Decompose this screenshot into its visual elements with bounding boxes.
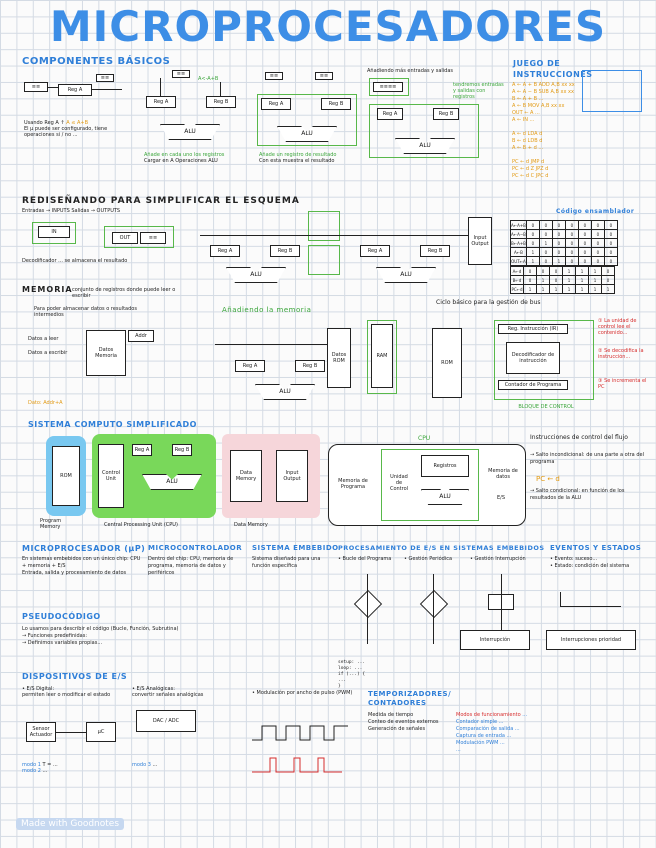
heading-procesamiento: PROCESAMIENTO DE E/S EN SISTEMAS EMBEBID… xyxy=(338,544,545,552)
page-title: MICROPROCESADORES xyxy=(0,2,656,51)
heading-eventos: EVENTOS Y ESTADOS xyxy=(550,544,641,552)
reg-a-block: Reg A xyxy=(235,360,265,372)
reg-a-block: Reg A xyxy=(58,84,92,96)
diagram-ciclo: ROM Reg. Instrucción (IR) Decodificador … xyxy=(420,318,650,426)
alu-block: ALU xyxy=(255,384,315,400)
ram-block: RAM xyxy=(371,324,393,388)
reg-a-block: Reg A xyxy=(146,96,176,108)
diagram-pwm: • Modulación por ancho de pulso (PWM) xyxy=(252,690,362,810)
cpu-label: CPU xyxy=(418,436,430,442)
registros: Registros xyxy=(421,455,469,477)
reg-a-block: Reg A xyxy=(132,444,152,456)
es-label: E/S xyxy=(497,495,505,501)
reg-b-block: Reg B xyxy=(270,245,300,257)
reg-a-block: Reg A xyxy=(210,245,240,257)
reg-b-block: Reg B xyxy=(295,360,325,372)
diagram-componentes-3: ≡≡ ≡≡ Reg A Reg B ALU Añade un registro … xyxy=(255,68,367,178)
heading-sistema: SISTEMA COMPUTO SIMPLIFICADO xyxy=(28,420,197,429)
heading-memoria: MEMORIA xyxy=(22,285,73,294)
heading-dispositivos: DISPOSITIVOS DE E/S xyxy=(22,672,127,681)
diagram-cpu: Memoria de Programa Unidad de Control Re… xyxy=(328,444,526,526)
pwm-waveform xyxy=(252,720,352,800)
reg-box: ≡≡ xyxy=(96,74,114,82)
unidad-control: Unidad de Control xyxy=(387,463,411,503)
code-snippet-1: setup: ...loop: ...if (...) { ...} xyxy=(338,660,448,690)
label-program-memory: Program Memory xyxy=(40,518,80,530)
heading-microprocesador: MICROPROCESADOR (µP) xyxy=(22,544,145,553)
alu-block: ALU xyxy=(160,124,220,140)
heading-ciclo: Ciclo básico para la gestión de bus xyxy=(436,300,546,306)
reg-box: ≡≡ xyxy=(24,82,48,92)
decodificador: Decodificador de instrucción xyxy=(506,342,560,374)
notes-right: Modos de funcionamiento ... Contador sim… xyxy=(456,712,646,754)
rom-block: ROM xyxy=(52,446,80,506)
heading-microcontrolador: MICROCONTROLADOR xyxy=(148,544,242,552)
heading-juego: JUEGO DE INSTRUCCIONES xyxy=(513,58,583,80)
heading-temporizadores: TEMPORIZADORES/ CONTADORES xyxy=(368,690,458,708)
heading-anadiendo: Añadiendo la memoria xyxy=(222,306,311,314)
alu-block: ALU xyxy=(376,267,436,283)
pc-label: PC ← d xyxy=(536,476,560,482)
diagram-rediseno-1: Entradas → INPUTS Salidas → OUTPUTS IN O… xyxy=(22,208,192,278)
diagram-dispositivos: • E/S Digital:permiten leer o modificar … xyxy=(22,686,132,816)
diagram-adc: • E/S Analógicas:convertir señales analó… xyxy=(132,686,247,816)
opcode-box xyxy=(582,70,642,112)
diagram-componentes-4: Añadiendo más entradas y salidas ≡≡≡≡ Re… xyxy=(367,68,507,180)
diagram-componentes-2: ≡≡ Reg A Reg B ALU A<-A+B Añade en cada … xyxy=(138,68,253,178)
reg-b-block: Reg B xyxy=(420,245,450,257)
bloque-control: BLOQUE DE CONTROL xyxy=(516,404,576,410)
watermark: Made with Goodnotes xyxy=(16,818,124,830)
label-cpu: Central Processing Unit (CPU) xyxy=(104,522,214,528)
heading-componentes: COMPONENTES BÁSICOS xyxy=(22,56,170,67)
memoria-note: conjunto de registros donde puede leer o… xyxy=(72,287,192,299)
rom-block: ROM xyxy=(432,328,462,398)
reg-b-block: Reg B xyxy=(172,444,192,456)
memoria-datos: Memoria de datos xyxy=(485,459,521,489)
data-memory-block: Data Memory xyxy=(230,450,262,502)
heading-instr-control: Instrucciones de control del flujo xyxy=(530,434,650,441)
reg-instruccion: Reg. Instrucción (IR) xyxy=(498,324,568,334)
reg-a-block: Reg A xyxy=(360,245,390,257)
heading-pseudocodigo: PSEUDOCÓDIGO xyxy=(22,612,101,621)
label-data-memory: Data Memory xyxy=(234,522,324,528)
heading-codigo: Código ensamblador xyxy=(556,208,634,215)
diagram-memoria: Para poder almacenar datos o resultados … xyxy=(22,300,202,410)
heading-sistema-embebido: SISTEMA EMBEBIDO xyxy=(252,544,339,552)
alu-block: ALU xyxy=(226,267,286,283)
diagram-rediseno-2: Reg A Reg B ALU xyxy=(200,205,350,285)
memoria-programa: Memoria de Programa xyxy=(335,459,371,509)
reg-b-block: Reg B xyxy=(206,96,236,108)
